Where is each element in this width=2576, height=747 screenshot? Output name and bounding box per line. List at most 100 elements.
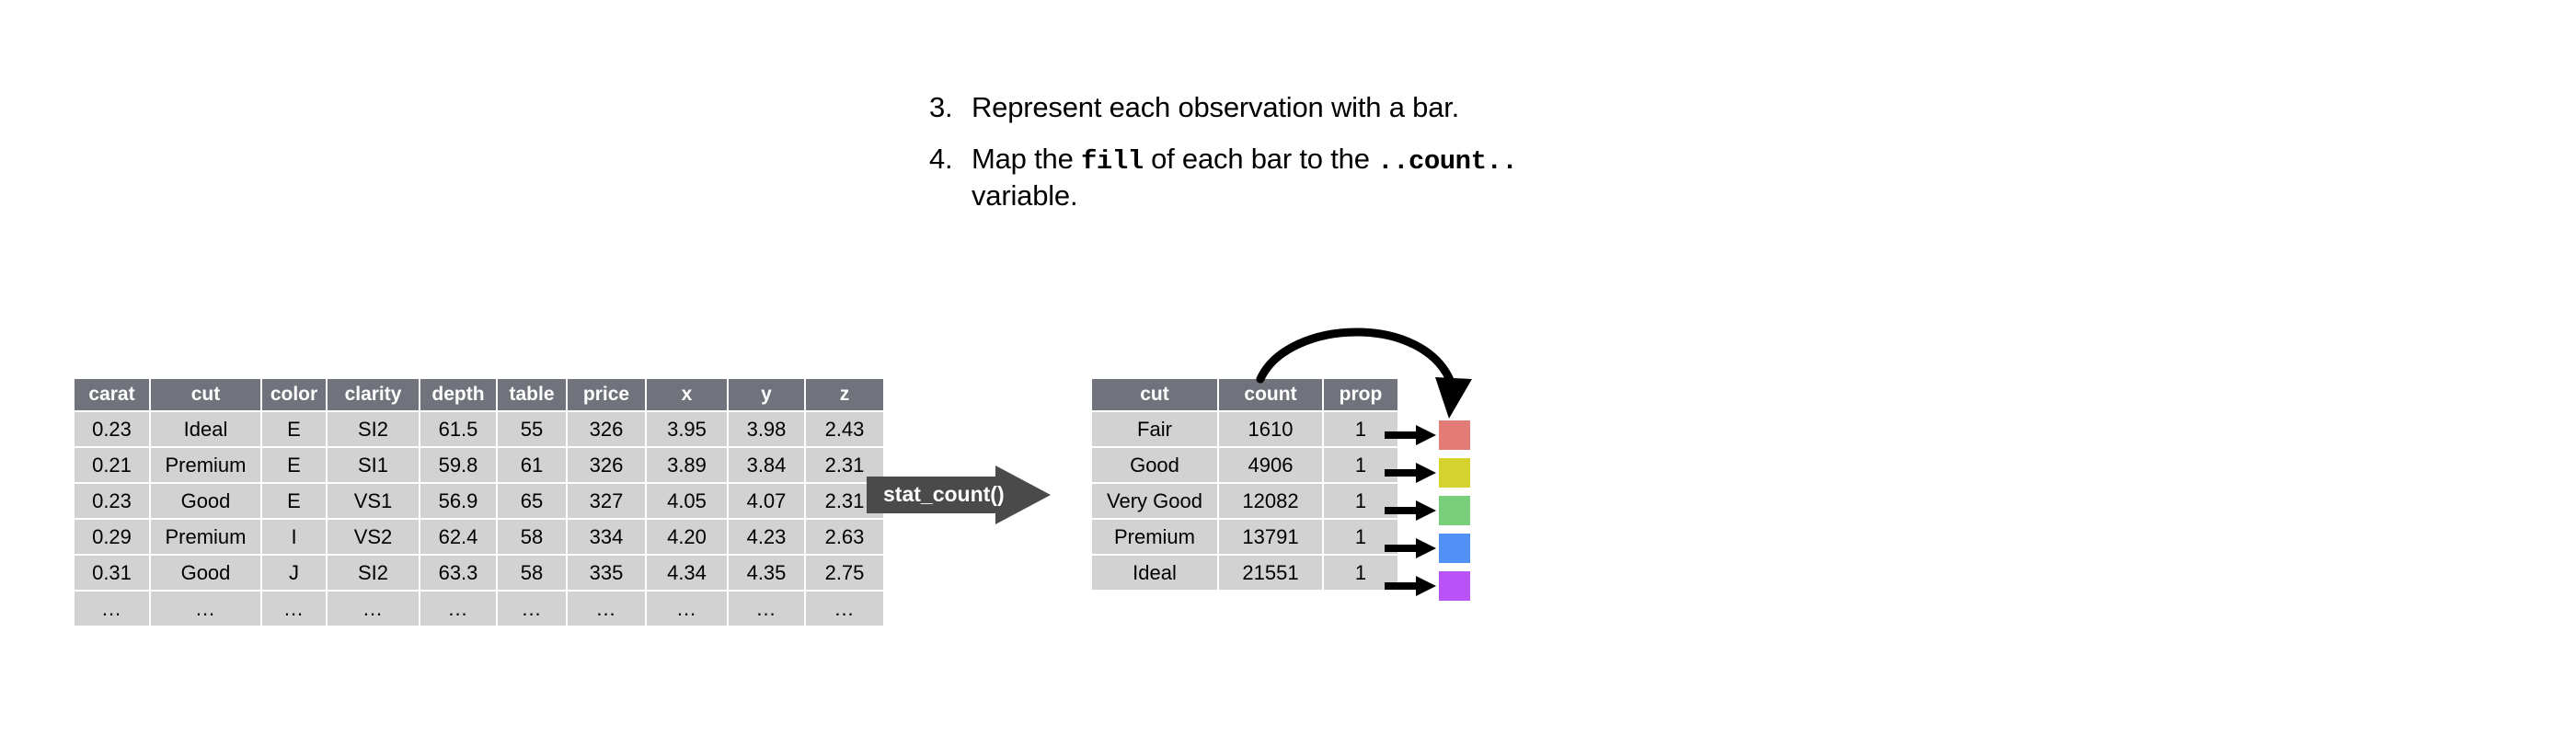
table-cell: 1610: [1219, 412, 1322, 446]
table-cell: 59.8: [420, 448, 496, 482]
table-cell: 3.95: [647, 412, 727, 446]
right-arrow-icon: [1385, 575, 1436, 597]
table-cell: 2.31: [806, 448, 883, 482]
table-cell: 0.29: [75, 520, 149, 554]
table-cell: ...: [647, 592, 727, 626]
code-token: ..count..: [1377, 146, 1518, 178]
table-cell: 0.23: [75, 412, 149, 446]
text-run: variable.: [972, 178, 1078, 212]
table-cell: 2.63: [806, 520, 883, 554]
text-run: of each bar to the: [1143, 143, 1378, 176]
table-cell: SI2: [328, 556, 419, 590]
table-cell: 61: [498, 448, 566, 482]
table-cell: 61.5: [420, 412, 496, 446]
curved-mapping-arrow: [1251, 313, 1518, 437]
column-header: count: [1219, 379, 1322, 410]
instruction-item: 4. Map the fill of each bar to the ..coun…: [929, 142, 1518, 213]
table-cell: 21551: [1219, 556, 1322, 590]
table-cell: 327: [568, 484, 645, 518]
table-cell: Premium: [151, 520, 260, 554]
table-cell: 65: [498, 484, 566, 518]
table-cell: 3.84: [729, 448, 804, 482]
instruction-list: 3. Represent each observation with a bar.…: [929, 90, 1518, 230]
column-header: clarity: [328, 379, 419, 410]
fill-swatch-row: [1385, 529, 1477, 567]
table-cell: 326: [568, 448, 645, 482]
table-cell: E: [262, 484, 326, 518]
right-arrow-icon: [1385, 537, 1436, 559]
column-header: cut: [1092, 379, 1217, 410]
table-cell: SI1: [328, 448, 419, 482]
fill-color-swatch: [1439, 570, 1470, 601]
table-cell: 4.34: [647, 556, 727, 590]
table-cell: 334: [568, 520, 645, 554]
column-header: prop: [1324, 379, 1397, 410]
block-arrow-icon: [867, 465, 1051, 524]
table-cell: ...: [151, 592, 260, 626]
table-cell: Very Good: [1092, 484, 1217, 518]
table-cell: ...: [420, 592, 496, 626]
fill-color-swatch: [1439, 457, 1470, 488]
table-cell: VS2: [328, 520, 419, 554]
column-header: table: [498, 379, 566, 410]
code-token: fill: [1081, 146, 1144, 178]
right-arrow-icon: [1385, 500, 1436, 522]
table-cell: 12082: [1219, 484, 1322, 518]
fill-swatch-list: [1385, 416, 1477, 604]
table-cell: J: [262, 556, 326, 590]
instruction-item: 3. Represent each observation with a bar.: [929, 90, 1518, 125]
table-cell: 0.31: [75, 556, 149, 590]
fill-swatch-row: [1385, 454, 1477, 491]
column-header: carat: [75, 379, 149, 410]
text-run: Map the: [972, 143, 1082, 176]
table-cell: 335: [568, 556, 645, 590]
table-cell: Ideal: [151, 412, 260, 446]
right-arrow-icon: [1385, 424, 1436, 446]
column-header: color: [262, 379, 326, 410]
fill-color-swatch: [1439, 495, 1470, 525]
instruction-number: 3.: [929, 91, 953, 123]
table-cell: Fair: [1092, 412, 1217, 446]
table-cell: I: [262, 520, 326, 554]
table-cell: VS1: [328, 484, 419, 518]
instruction-number: 4.: [929, 143, 953, 176]
table-cell: ...: [75, 592, 149, 626]
fill-color-swatch: [1439, 533, 1470, 563]
column-header: x: [647, 379, 727, 410]
table-cell: 2.75: [806, 556, 883, 590]
table-cell: E: [262, 448, 326, 482]
table-cell: 0.23: [75, 484, 149, 518]
column-header: z: [806, 379, 883, 410]
fill-swatch-row: [1385, 567, 1477, 604]
table-cell: ...: [806, 592, 883, 626]
table-cell: 3.98: [729, 412, 804, 446]
text-run: Represent each observation with a bar.: [972, 91, 1460, 123]
table-cell: 4.05: [647, 484, 727, 518]
instruction-text: Represent each observation with a bar.: [972, 90, 1518, 125]
curved-arrow-icon: [1256, 328, 1472, 419]
table-cell: 3.89: [647, 448, 727, 482]
table-cell: 4.23: [729, 520, 804, 554]
table-cell: 56.9: [420, 484, 496, 518]
table-cell: 4.07: [729, 484, 804, 518]
fill-color-swatch: [1439, 419, 1470, 450]
table-cell: ...: [498, 592, 566, 626]
table-cell: 0.21: [75, 448, 149, 482]
table-cell: ...: [262, 592, 326, 626]
fill-swatch-row: [1385, 416, 1477, 454]
